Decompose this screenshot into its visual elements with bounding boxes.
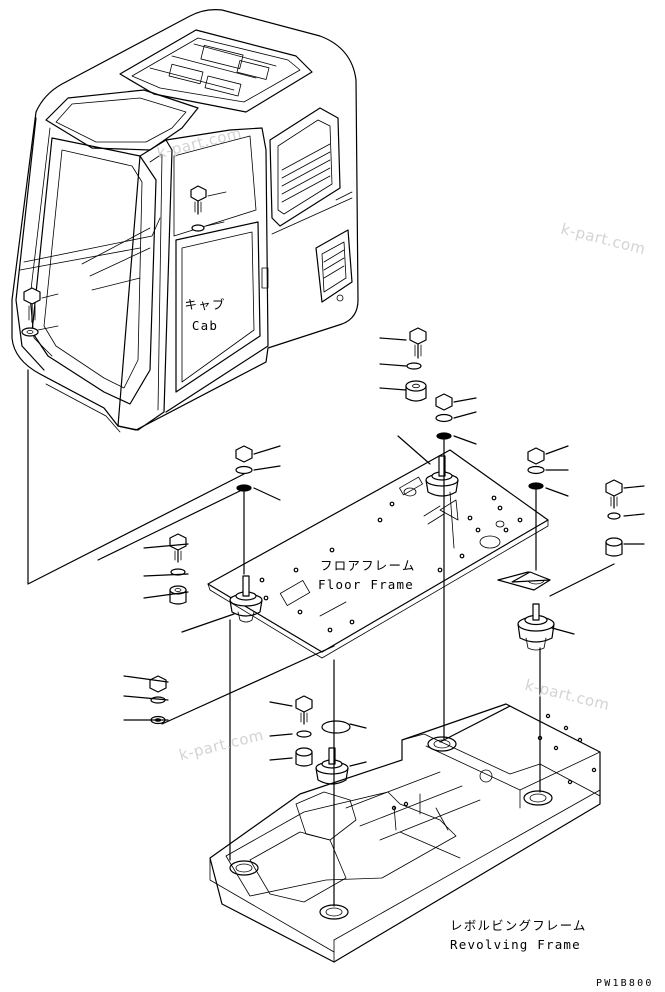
drawing-code: PW1B800 (596, 978, 654, 989)
cab-assembly (11, 9, 359, 433)
mount-right (517, 603, 555, 651)
fastener-stack-right-upper (527, 447, 545, 490)
cab-label-jp: キャブ (184, 297, 226, 312)
fastener-stack-left-upper (235, 445, 253, 492)
fastener-stack-center-lower (295, 695, 313, 767)
assembly-lines (27, 337, 645, 907)
floor-frame-label-en: Floor Frame (318, 577, 414, 592)
cab-bolt-middle (190, 185, 207, 232)
cab-bolt-left (21, 287, 41, 337)
revolving-frame-label-en: Revolving Frame (450, 937, 581, 952)
cab-label-en: Cab (191, 318, 219, 333)
revolving-frame-label-jp: レボルビングフレーム (450, 918, 587, 933)
fastener-stack-right (605, 479, 623, 557)
floor-mount-left (229, 575, 263, 623)
floor-mount-rear (425, 455, 459, 497)
floor-frame-assembly (207, 449, 551, 659)
fastener-stack-center-top (405, 327, 453, 440)
mount-center (315, 720, 351, 785)
floor-frame-label-jp: フロアフレーム (320, 558, 416, 573)
revolving-frame-assembly (209, 703, 601, 963)
